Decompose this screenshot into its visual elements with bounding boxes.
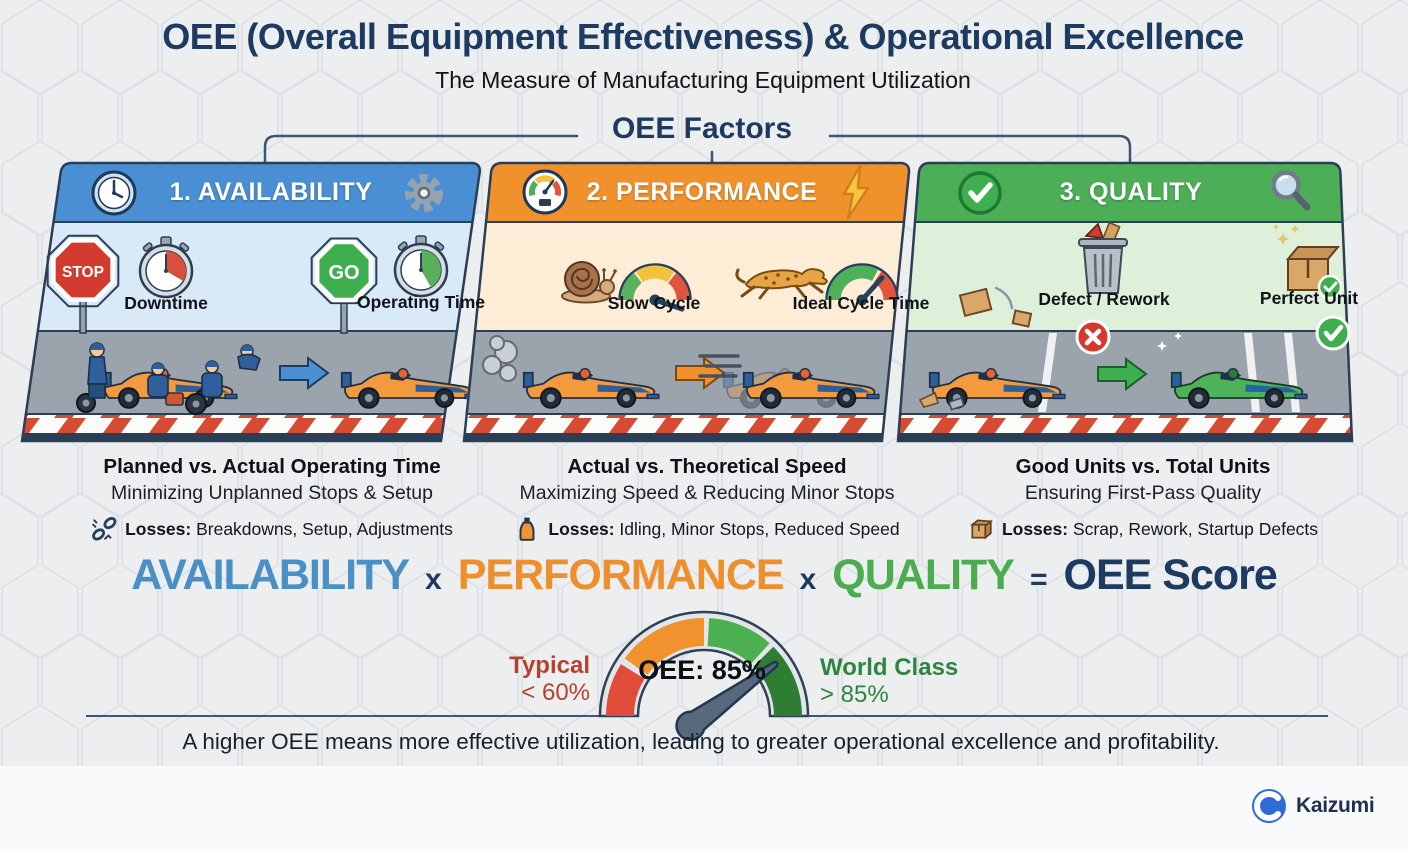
availability-title: 1. AVAILABILITY xyxy=(169,178,373,206)
losses-text: Breakdowns, Setup, Adjustments xyxy=(196,518,453,539)
formula-availability: AVAILABILITY xyxy=(131,551,410,599)
oee-factors-label: OEE Factors xyxy=(611,112,793,145)
slow-cycle-gauge-icon xyxy=(618,263,692,312)
gauge-typical-label: Typical < 60% xyxy=(458,652,590,706)
footer-band xyxy=(0,766,1408,851)
snail-icon xyxy=(561,261,617,304)
operating-time-stopwatch-icon xyxy=(393,235,449,298)
lightning-icon xyxy=(842,164,870,220)
page-title: OEE (Overall Equipment Effectiveness) & … xyxy=(162,16,1244,57)
quality-scene xyxy=(918,315,1351,412)
losses-label: Losses: xyxy=(1001,518,1069,539)
performance-subline: Maximizing Speed & Reducing Minor Stops xyxy=(519,482,895,504)
trash-bin-icon xyxy=(1078,221,1128,294)
kaizumi-logo-icon xyxy=(1252,789,1286,823)
perfect-unit-caption: Perfect Unit xyxy=(1259,288,1359,308)
stop-sign: STOP xyxy=(46,234,120,334)
worldclass-value: > 85% xyxy=(820,681,889,708)
oee-gauge xyxy=(86,610,1328,742)
gauge-needle xyxy=(675,660,779,742)
losses-label: Losses: xyxy=(548,518,615,539)
formula-times-1: x xyxy=(425,563,442,596)
quality-subline: Ensuring First-Pass Quality xyxy=(1024,482,1262,504)
smoke-puffs xyxy=(482,335,518,382)
gauge-worldclass-label: World Class > 85% xyxy=(820,654,958,708)
defect-rework-caption: Defect / Rework xyxy=(1038,289,1170,309)
formula-times-2: x xyxy=(799,563,817,596)
typical-title: Typical xyxy=(509,652,590,679)
pit-crew-figures xyxy=(87,342,261,399)
cardboard-box-icon xyxy=(970,519,993,540)
stop-sign-label: STOP xyxy=(62,264,104,281)
clock-icon xyxy=(91,170,137,216)
gear-icon xyxy=(405,174,443,212)
performance-summary: Actual vs. Theoretical Speed Maximizing … xyxy=(487,455,927,542)
quality-losses: Losses: Scrap, Rework, Startup Defects xyxy=(923,516,1363,542)
perfect-unit-box-icon xyxy=(1272,223,1343,300)
performance-headline: Actual vs. Theoretical Speed xyxy=(567,455,847,478)
page-subtitle: The Measure of Manufacturing Equipment U… xyxy=(435,67,971,93)
losses-label: Losses: xyxy=(125,518,192,539)
performance-losses: Losses: Idling, Minor Stops, Reduced Spe… xyxy=(487,516,927,542)
availability-headline: Planned vs. Actual Operating Time xyxy=(103,455,441,478)
oee-formula: AVAILABILITY x PERFORMANCE x QUALITY = O… xyxy=(0,551,1408,600)
availability-subline: Minimizing Unplanned Stops & Setup xyxy=(111,482,433,504)
quality-summary: Good Units vs. Total Units Ensuring Firs… xyxy=(923,455,1363,542)
panel-band-lines xyxy=(25,221,473,415)
quality-panel xyxy=(896,161,1354,443)
footer-note: A higher OEE means more effective utiliz… xyxy=(182,729,1220,754)
go-sign-label: GO xyxy=(328,262,359,284)
formula-equals: = xyxy=(1029,563,1048,596)
quality-title: 3. QUALITY xyxy=(1059,178,1203,206)
availability-summary: Planned vs. Actual Operating Time Minimi… xyxy=(52,455,492,542)
performance-scene xyxy=(482,335,880,409)
check-circle-icon xyxy=(958,171,1002,215)
brand-logo: Kaizumi xyxy=(1250,787,1375,825)
slow-cycle-caption: Slow Cycle xyxy=(607,293,701,313)
availability-panel: STOP GO xyxy=(20,161,482,443)
losses-text: Scrap, Rework, Startup Defects xyxy=(1072,518,1319,539)
brand-name: Kaizumi xyxy=(1296,794,1375,817)
green-check-badge xyxy=(1315,315,1351,351)
oil-bottle-icon xyxy=(519,517,535,541)
formula-performance: PERFORMANCE xyxy=(457,551,785,599)
operating-time-caption: Operating Time xyxy=(356,292,486,312)
blue-arrow-icon xyxy=(279,356,330,390)
performance-title: 2. PERFORMANCE xyxy=(586,178,818,206)
formula-quality: QUALITY xyxy=(832,551,1015,599)
speedometer-icon xyxy=(522,169,568,215)
availability-losses: Losses: Breakdowns, Setup, Adjustments xyxy=(52,516,492,542)
losses-text: Idling, Minor Stops, Reduced Speed xyxy=(619,518,900,539)
cheetah-icon xyxy=(735,268,828,300)
formula-result: OEE Score xyxy=(1063,551,1278,599)
go-sign: GO xyxy=(310,237,378,334)
ideal-cycle-gauge-icon xyxy=(825,263,899,306)
performance-panel xyxy=(462,161,911,443)
downtime-stopwatch-icon xyxy=(138,236,194,299)
falling-box-icon xyxy=(958,286,1033,328)
typical-value: < 60% xyxy=(521,679,590,706)
magnifier-icon xyxy=(1271,170,1311,211)
green-arrow-icon xyxy=(1097,357,1148,391)
gauge-value-label: OEE: 85% xyxy=(638,655,766,685)
ideal-cycle-caption: Ideal Cycle Time xyxy=(792,293,930,313)
quality-headline: Good Units vs. Total Units xyxy=(1015,455,1271,478)
worldclass-title: World Class xyxy=(820,654,959,681)
downtime-caption: Downtime xyxy=(124,293,208,313)
pit-stop-scene xyxy=(76,342,478,415)
broken-chain-icon xyxy=(92,516,117,541)
